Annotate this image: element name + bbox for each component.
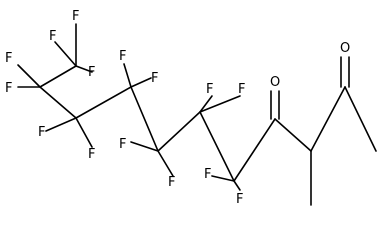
atom-f10: F — [119, 137, 126, 152]
bond-c6-c7 — [199, 111, 235, 182]
bond-c10-c11 — [344, 86, 377, 152]
atom-labels: F F F F F F F F F F F F F F F O O F F — [5, 9, 350, 207]
fluorine-bonds — [17, 23, 241, 191]
bond-c1-f2 — [54, 41, 77, 67]
bond-c3-f7 — [75, 117, 93, 148]
carbonyl-bonds — [270, 56, 350, 120]
atom-f2: F — [49, 29, 56, 44]
bond-c9-c10 — [310, 86, 346, 152]
backbone-bonds — [39, 65, 377, 206]
atom-f9: F — [151, 71, 158, 86]
atom-f14: F — [204, 167, 211, 182]
bond-c1-c2 — [39, 65, 77, 88]
bond-c1-f3 — [75, 65, 93, 73]
atom-f15: F — [236, 192, 243, 207]
bond-c8-c9 — [274, 118, 312, 152]
bond-c7-f14 — [211, 175, 235, 182]
atom-f4: F — [5, 51, 12, 66]
bond-c2-c3 — [39, 86, 77, 119]
atom-f1: F — [72, 9, 79, 24]
atom-f6: F — [38, 125, 45, 140]
bond-c6-f13 — [199, 95, 241, 113]
atom-f11: F — [168, 175, 175, 190]
bond-c2-f4 — [17, 64, 41, 88]
atom-f3: F — [88, 65, 95, 80]
atom-f12: F — [206, 82, 213, 97]
bond-c4-f9 — [130, 77, 152, 88]
atom-o1: O — [270, 75, 280, 90]
atom-f8: F — [119, 49, 126, 64]
bond-c7-c8 — [233, 118, 276, 182]
atom-f7: F — [88, 147, 95, 162]
bond-c3-f6 — [45, 117, 77, 132]
bond-c5-f10 — [130, 141, 159, 152]
atom-o2: O — [340, 41, 350, 56]
bond-c5-c6 — [157, 111, 201, 152]
atom-f5: F — [5, 81, 12, 96]
bond-c4-c5 — [130, 86, 159, 152]
bond-c4-f8 — [123, 63, 132, 88]
bond-c3-c4 — [75, 86, 132, 119]
molecule-diagram: F F F F F F F F F F F F F F F O O F F — [5, 9, 377, 207]
atom-f13: F — [238, 82, 245, 97]
bond-c5-f11 — [157, 150, 174, 177]
structure-svg: F F F F F F F F F F F F F F F O O F F — [5, 9, 377, 207]
bond-c7-f15 — [233, 180, 241, 191]
bond-c6-f12 — [199, 95, 213, 113]
